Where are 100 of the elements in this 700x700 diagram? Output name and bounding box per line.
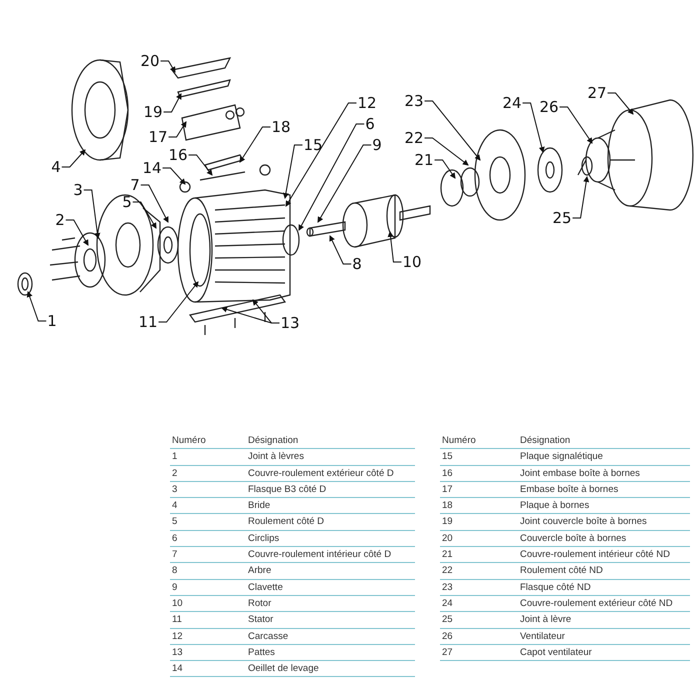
- part-number: 7: [172, 549, 178, 560]
- part-designation: Couvre-roulement intérieur côté D: [248, 549, 392, 560]
- callout-number: 7: [129, 177, 141, 193]
- part-number: 12: [172, 630, 183, 642]
- callout-number: 6: [364, 116, 376, 132]
- callout-number: 20: [139, 53, 161, 69]
- part-number: 9: [172, 582, 178, 593]
- part-number: 8: [172, 565, 178, 576]
- callout-number: 22: [403, 130, 425, 146]
- part-designation: Pattes: [248, 646, 275, 658]
- part-number: 11: [172, 614, 182, 626]
- callout-number: 17: [147, 129, 169, 145]
- part-designation: Roulement côté ND: [520, 565, 603, 576]
- callout-number: 13: [279, 315, 301, 331]
- leader-line: [329, 235, 352, 264]
- part-number: 10: [172, 598, 183, 609]
- part-number: 19: [442, 516, 453, 528]
- callout-number: 21: [413, 152, 435, 168]
- callout-number: 19: [142, 104, 164, 120]
- part-designation: Bride: [248, 500, 270, 512]
- leader-line: [188, 154, 213, 176]
- part-designation: Flasque B3 côté D: [248, 484, 326, 495]
- part-number: 5: [172, 516, 178, 528]
- part-designation: Couvercle boîte à bornes: [520, 532, 626, 544]
- column-header: Numéro: [172, 435, 206, 446]
- part-designation: Plaque signalétique: [520, 451, 603, 462]
- callout-number: 5: [121, 194, 133, 210]
- part-designation: Clavette: [248, 582, 283, 593]
- leader-line: [424, 100, 481, 161]
- part-number: 2: [172, 468, 178, 479]
- part-number: 20: [442, 532, 453, 544]
- part-number: 22: [442, 565, 453, 576]
- callout-number: 2: [54, 212, 66, 228]
- part-designation: Oeillet de levage: [248, 663, 319, 674]
- leader-line: [61, 149, 86, 168]
- leader-line: [65, 220, 88, 246]
- leader-line: [26, 291, 47, 322]
- part-designation: Joint couvercle boîte à bornes: [520, 516, 647, 528]
- leader-line: [239, 126, 271, 163]
- part-number: 1: [172, 451, 178, 462]
- part-number: 16: [442, 468, 453, 479]
- part-number: 23: [442, 582, 453, 593]
- part-number: 14: [172, 663, 183, 674]
- part-designation: Stator: [248, 614, 274, 626]
- part-number: 3: [172, 484, 178, 495]
- callout-number: 4: [50, 159, 62, 175]
- part-designation: Rotor: [248, 598, 272, 609]
- part-designation: Ventilateur: [520, 630, 565, 642]
- callout-number: 12: [356, 95, 378, 111]
- part-designation: Joint à lèvres: [248, 451, 304, 462]
- leader-line: [607, 92, 634, 115]
- part-number: 26: [442, 630, 453, 642]
- leader-line: [282, 144, 303, 199]
- part-designation: Carcasse: [248, 630, 288, 642]
- leader-line: [162, 168, 186, 185]
- leader-line: [424, 138, 469, 166]
- callout-number: 11: [137, 314, 159, 330]
- callout-number: 14: [141, 160, 163, 176]
- part-number: 15: [442, 451, 453, 462]
- part-designation: Plaque à bornes: [520, 500, 590, 512]
- part-designation: Couvre-roulement extérieur côté D: [248, 468, 394, 479]
- callout-number: 23: [403, 93, 425, 109]
- callout-number: 15: [302, 137, 324, 153]
- leader-line: [252, 299, 280, 324]
- leader-line: [163, 93, 182, 112]
- part-designation: Couvre-roulement extérieur côté ND: [520, 598, 673, 609]
- part-number: 6: [172, 532, 178, 544]
- leader-line: [559, 106, 593, 144]
- part-number: 25: [442, 614, 453, 626]
- part-number: 21: [442, 549, 453, 560]
- part-designation: Circlips: [248, 532, 280, 544]
- part-number: 13: [172, 646, 183, 658]
- callout-number: 26: [538, 99, 560, 115]
- part-number: 17: [442, 484, 453, 495]
- part-designation: Arbre: [248, 565, 272, 576]
- part-designation: Embase boîte à bornes: [520, 484, 618, 495]
- part-number: 27: [442, 646, 453, 658]
- part-designation: Capot ventilateur: [520, 646, 592, 658]
- leader-line: [132, 202, 156, 229]
- leader-line: [140, 184, 168, 223]
- part-designation: Joint à lèvre: [520, 614, 572, 626]
- part-designation: Couvre-roulement intérieur côté ND: [520, 549, 670, 560]
- leader-line: [160, 60, 176, 73]
- callout-number: 27: [586, 85, 608, 101]
- leader-line: [158, 281, 199, 322]
- part-designation: Flasque côté ND: [520, 582, 591, 593]
- callout-number: 16: [167, 147, 189, 163]
- callout-number: 9: [371, 137, 383, 153]
- callout-number: 10: [401, 254, 423, 270]
- leader-line: [298, 124, 365, 231]
- part-number: 4: [172, 500, 178, 512]
- callout-number: 8: [351, 256, 363, 272]
- leader-line: [83, 190, 100, 239]
- leader-line: [388, 231, 402, 262]
- leader-line: [318, 144, 372, 223]
- column-header: Numéro: [442, 435, 476, 446]
- part-designation: Roulement côté D: [248, 516, 324, 528]
- leader-line: [285, 102, 357, 207]
- leader-line: [522, 102, 545, 153]
- part-designation: Joint embase boîte à bornes: [520, 468, 640, 479]
